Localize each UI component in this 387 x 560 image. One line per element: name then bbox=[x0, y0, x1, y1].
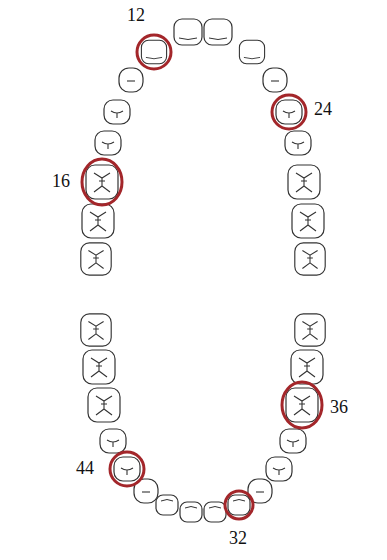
tooth bbox=[100, 429, 126, 453]
tooth bbox=[291, 350, 323, 384]
tooth bbox=[81, 243, 111, 275]
tooth bbox=[266, 457, 292, 481]
tooth bbox=[204, 502, 226, 522]
callout-number: 32 bbox=[229, 529, 247, 547]
tooth bbox=[280, 429, 306, 453]
tooth bbox=[156, 495, 178, 515]
marker-circle bbox=[110, 452, 144, 486]
tooth bbox=[228, 495, 250, 515]
callout-number: 16 bbox=[52, 172, 70, 190]
tooth bbox=[286, 388, 318, 422]
tooth bbox=[263, 68, 287, 92]
callout-number: 24 bbox=[314, 100, 332, 118]
tooth bbox=[295, 314, 325, 346]
marker-circle bbox=[282, 382, 322, 428]
tooth bbox=[292, 204, 324, 238]
callout-number: 36 bbox=[330, 398, 348, 416]
tooth bbox=[104, 100, 130, 124]
tooth bbox=[81, 314, 111, 346]
tooth bbox=[82, 204, 114, 238]
tooth bbox=[180, 502, 202, 522]
tooth bbox=[114, 457, 140, 481]
tooth bbox=[239, 40, 264, 63]
tooth bbox=[295, 243, 325, 275]
tooth bbox=[95, 131, 121, 155]
tooth bbox=[276, 100, 302, 124]
tooth bbox=[204, 19, 232, 45]
tooth bbox=[86, 165, 118, 199]
tooth bbox=[285, 131, 311, 155]
tooth bbox=[288, 165, 320, 199]
marker-circle bbox=[225, 491, 253, 519]
tooth bbox=[174, 19, 202, 45]
marker-circle bbox=[82, 159, 122, 205]
marker-circle bbox=[137, 35, 171, 69]
callout-number: 12 bbox=[127, 6, 145, 24]
tooth bbox=[83, 350, 115, 384]
lower-arch bbox=[81, 314, 325, 522]
marker-circles bbox=[82, 35, 322, 519]
tooth bbox=[88, 388, 120, 422]
tooth bbox=[119, 68, 143, 92]
tooth bbox=[141, 40, 166, 63]
marker-circle bbox=[272, 95, 306, 129]
upper-arch bbox=[81, 19, 325, 275]
callout-number: 44 bbox=[76, 459, 94, 477]
